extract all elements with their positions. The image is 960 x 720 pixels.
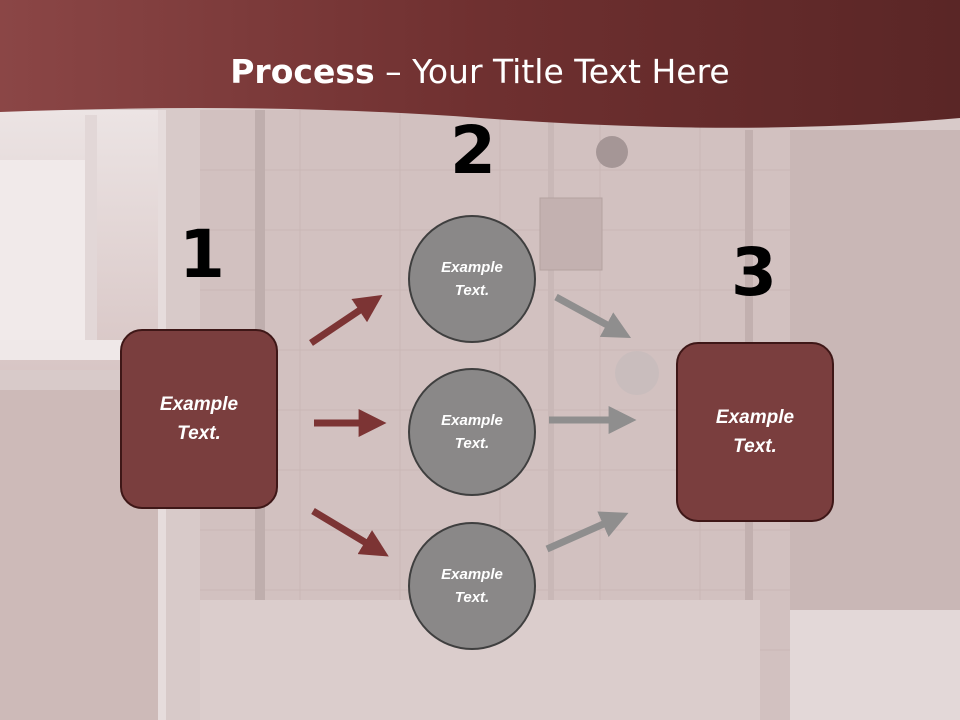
circle-middle-text: Example Text. — [441, 412, 503, 452]
title-rest: – Your Title Text Here — [374, 52, 730, 91]
arrow-bottom-to-3 — [545, 511, 629, 553]
step-1-box: Example Text. — [120, 329, 278, 509]
step-3-box: Example Text. — [676, 342, 834, 522]
arrow-1-to-bottom — [311, 507, 389, 557]
arrow-top-to-3 — [554, 293, 632, 339]
title-bold: Process — [230, 52, 375, 91]
step-2-circle-bottom: Example Text. — [408, 522, 536, 650]
step-number-2: 2 — [450, 112, 496, 189]
step-number-3: 3 — [731, 234, 777, 311]
circle-top-text: Example Text. — [441, 259, 503, 299]
step-number-1: 1 — [179, 216, 225, 293]
slide-title: Process – Your Title Text Here — [0, 52, 960, 91]
step-2-circle-top: Example Text. — [408, 215, 536, 343]
step-3-text: Example Text. — [715, 407, 795, 457]
step-1-text: Example Text. — [159, 394, 239, 444]
circle-bottom-text: Example Text. — [441, 566, 503, 606]
arrow-1-to-top — [309, 294, 383, 346]
step-2-circle-middle: Example Text. — [408, 368, 536, 496]
